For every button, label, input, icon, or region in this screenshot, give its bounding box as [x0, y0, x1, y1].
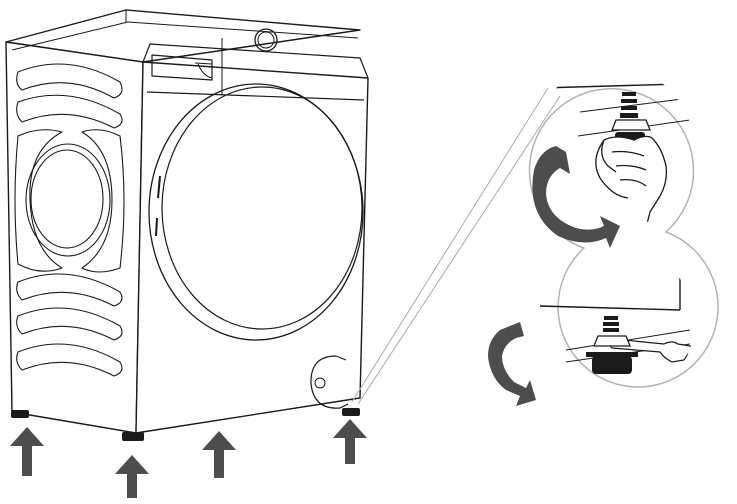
filter-cover: [310, 355, 349, 409]
detergent-drawer: [151, 54, 213, 81]
machine-feet: [11, 408, 360, 441]
zoom-lines: [351, 87, 561, 405]
threaded-stud: [620, 92, 638, 118]
inset-outline: [528, 88, 719, 388]
up-arrow-icon: [333, 419, 367, 464]
control-knob: [254, 28, 278, 52]
machine-front-panel: [135, 61, 369, 434]
curved-arrow-icon: [488, 322, 536, 406]
level-arrows: [10, 419, 367, 498]
control-panel-line: [146, 91, 365, 101]
foot-right-front: [342, 408, 360, 416]
wrench-adjust-detail: [539, 266, 694, 374]
up-arrow-icon: [202, 431, 236, 478]
foot-left-back: [11, 410, 29, 418]
up-arrow-icon: [10, 427, 44, 476]
side-ribs: [14, 63, 125, 377]
detail-inset: [528, 66, 719, 388]
hand-adjust-detail: [539, 66, 691, 229]
foot-left-front: [122, 432, 144, 441]
up-arrow-icon: [115, 455, 149, 498]
washing-machine: [5, 9, 369, 441]
rotation-arrows: [488, 146, 620, 406]
hand-icon: [595, 135, 668, 229]
machine-door: [148, 83, 364, 341]
curved-arrow-icon: [532, 146, 620, 248]
